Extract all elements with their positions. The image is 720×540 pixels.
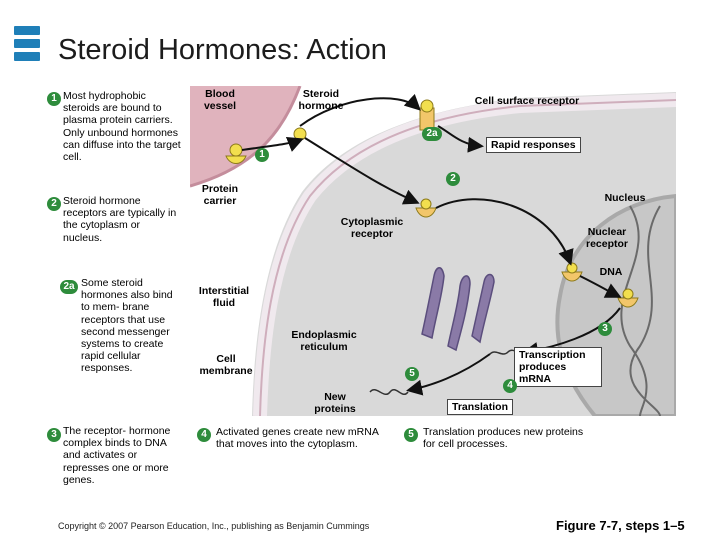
diffuse-into-cell-arrow — [304, 137, 420, 205]
step-2a-text: Some steroid hormones also bind to mem- … — [81, 277, 173, 375]
translation-box: Translation — [447, 399, 514, 415]
cell-surface-receptor-label: Cell surface receptor — [474, 95, 580, 107]
diagram-marker-2: 2 — [446, 172, 460, 186]
diagram-marker-3: 3 — [598, 322, 612, 336]
diagram-marker-2a: 2a — [422, 127, 442, 141]
bind-dna-arrow — [579, 275, 622, 298]
cell-membrane-label: Cell membrane — [199, 353, 253, 377]
steroid-action-diagram — [190, 86, 676, 416]
to-nucleus-arrow — [435, 198, 574, 266]
diagram-marker-1: 1 — [255, 148, 269, 162]
step-2-text: Steroid hormone receptors are typically … — [63, 195, 177, 244]
release-from-carrier-arrow — [241, 137, 304, 152]
dna-bound-receptor-icon — [617, 297, 639, 308]
copyright-text: Copyright © 2007 Pearson Education, Inc.… — [58, 521, 370, 531]
dna-label: DNA — [599, 266, 623, 278]
step-1-text: Most hydrophobic steroids are bound to p… — [63, 90, 181, 164]
blood-vessel-label: Blood vessel — [203, 88, 237, 112]
nuclear-receptor-icon — [561, 271, 583, 282]
steroid-hormone-icon — [293, 127, 307, 141]
slide-title: Steroid Hormones: Action — [58, 34, 387, 66]
step-5-marker: 5 — [404, 428, 418, 442]
step-2a-marker: 2a — [60, 280, 78, 294]
step-4-marker: 4 — [197, 428, 211, 442]
cytoplasmic-receptor-icon — [415, 207, 437, 218]
nucleus-label: Nucleus — [604, 192, 646, 204]
endoplasmic-reticulum-label: Endoplasmic reticulum — [291, 329, 357, 353]
step-3-marker: 3 — [47, 428, 61, 442]
nuclear-receptor-label: Nuclear receptor — [585, 226, 628, 250]
transcription-box: Transcription produces mRNA — [514, 347, 602, 387]
protein-carrier-label: Protein carrier — [201, 183, 239, 207]
cell-membrane-edge — [259, 99, 676, 416]
step-5-text: Translation produces new proteins for ce… — [423, 426, 584, 451]
new-protein-squiggle — [369, 389, 409, 395]
new-proteins-label: New proteins — [314, 391, 356, 415]
diagram-marker-4: 4 — [503, 379, 517, 393]
translation-arrow — [406, 353, 491, 396]
diagram-marker-5: 5 — [405, 367, 419, 381]
step-2-marker: 2 — [47, 197, 61, 211]
hormone-to-surface-arrow — [299, 93, 421, 127]
interstitial-fluid-label: Interstitial fluid — [198, 285, 250, 309]
rapid-responses-box: Rapid responses — [486, 137, 581, 153]
dna-strand-a — [620, 205, 648, 416]
step-4-text: Activated genes create new mRNA that mov… — [216, 426, 379, 451]
blood-vessel-area — [190, 86, 300, 186]
dna-strand-b — [629, 205, 661, 416]
steroid-hormone-label: Steroid hormone — [298, 88, 344, 112]
presentation-logo-icon — [14, 26, 40, 66]
protein-carrier-icon — [225, 155, 247, 164]
bound-hormone-icon — [229, 143, 243, 157]
cytoplasmic-receptor-label: Cytoplasmic receptor — [340, 216, 404, 240]
step-1-marker: 1 — [47, 92, 61, 106]
step-3-text: The receptor- hormone complex binds to D… — [63, 425, 171, 486]
rapid-response-arrow — [437, 125, 484, 153]
endoplasmic-reticulum — [421, 267, 495, 352]
figure-caption: Figure 7-7, steps 1–5 — [556, 518, 685, 533]
